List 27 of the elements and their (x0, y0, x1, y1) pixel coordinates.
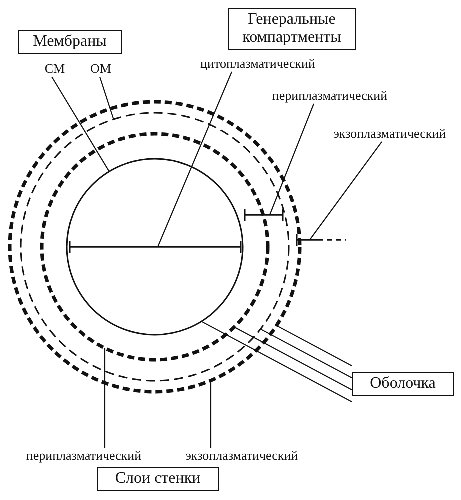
leader-line (310, 142, 382, 240)
compartment-span (244, 209, 284, 221)
callout-label: СМ (44, 61, 66, 76)
leader-line (200, 320, 352, 402)
leader-line (276, 325, 352, 366)
callout-label: экзоплазматический (334, 126, 446, 141)
leader-line (104, 348, 106, 448)
leader-line (269, 104, 315, 216)
heading-box: Оболочка (352, 372, 454, 396)
heading-box: Слои стенки (97, 467, 219, 491)
leader-line (260, 328, 352, 378)
callout-label: ОМ (90, 61, 112, 76)
callout-label: периплазматический (272, 88, 388, 103)
leader-line (234, 326, 352, 390)
wall-layer-circle (40, 132, 270, 362)
outer-membrane-circle (20, 112, 290, 382)
compartment-span (296, 234, 346, 246)
leader-line (52, 76, 110, 172)
callout-label: экзоплазматический (186, 448, 298, 463)
leader-line (158, 72, 232, 248)
callout-label: цитоплазматический (200, 56, 316, 71)
leader-line (210, 380, 212, 448)
cytoplasmic-membrane-circle (66, 158, 244, 336)
heading-box: Мембраны (18, 30, 122, 54)
compartment-span (69, 241, 242, 253)
heading-box: Генеральные компартменты (228, 8, 356, 50)
callout-label: периплазматический (26, 448, 142, 463)
